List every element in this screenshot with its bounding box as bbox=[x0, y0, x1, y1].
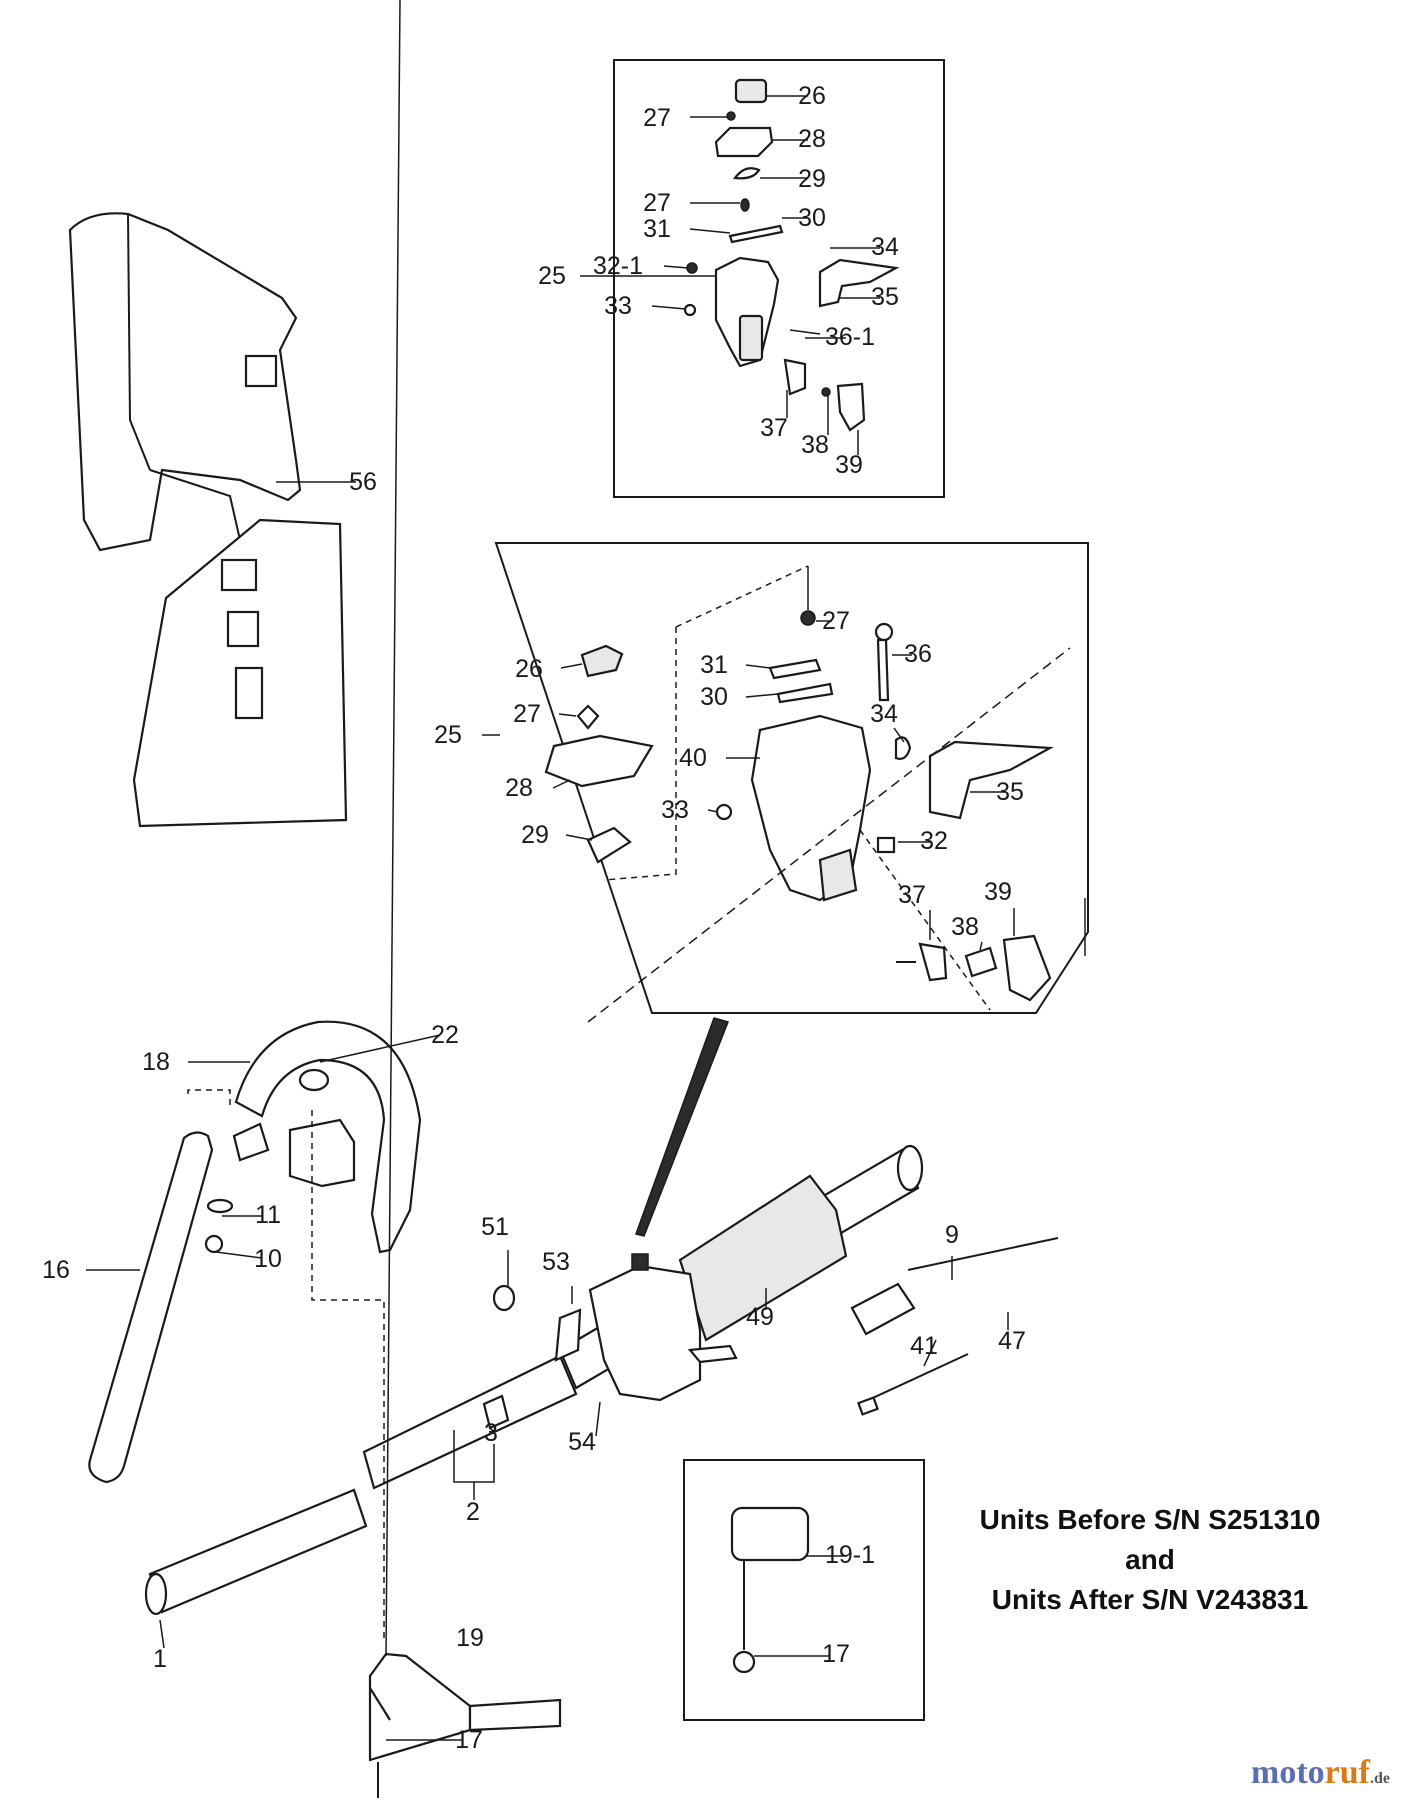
part-number-label: 27 bbox=[643, 189, 671, 217]
part-number-label: 47 bbox=[998, 1327, 1026, 1355]
leaders-middle bbox=[482, 565, 1071, 1023]
part-number-label: 25 bbox=[434, 721, 462, 749]
part-number-label: 37 bbox=[898, 881, 926, 909]
part-number-label: 3 bbox=[484, 1419, 498, 1447]
part-number-label: 2 bbox=[466, 1498, 480, 1526]
logo-part1: moto bbox=[1251, 1754, 1325, 1791]
serial-note: Units Before S/N S251310 and Units After… bbox=[920, 1500, 1380, 1620]
part-number-label: 33 bbox=[604, 292, 632, 320]
part-number-label: 27 bbox=[643, 104, 671, 132]
part-number-label: 29 bbox=[798, 165, 826, 193]
part-number-label: 39 bbox=[835, 451, 863, 479]
part-number-label: 28 bbox=[798, 125, 826, 153]
logo-part2: ruf bbox=[1324, 1754, 1370, 1791]
part-number-label: 17 bbox=[455, 1726, 483, 1754]
part-number-label: 33 bbox=[661, 796, 689, 824]
part-number-label: 19-1 bbox=[825, 1541, 875, 1569]
part-number-label: 30 bbox=[798, 204, 826, 232]
part-number-label: 37 bbox=[760, 414, 788, 442]
leaders-main bbox=[86, 0, 1009, 1741]
inset-frame-bottom bbox=[683, 1459, 925, 1721]
leaders-top bbox=[580, 95, 880, 455]
part-number-label: 36 bbox=[904, 640, 932, 668]
serial-note-line3: Units After S/N V243831 bbox=[991, 1584, 1309, 1615]
part-number-label: 51 bbox=[481, 1213, 509, 1241]
part-number-label: 10 bbox=[254, 1245, 282, 1273]
part-number-label: 49 bbox=[746, 1303, 774, 1331]
serial-note-line2: and bbox=[1125, 1544, 1175, 1575]
throttle-assembly-small bbox=[683, 78, 900, 432]
part-number-label: 11 bbox=[255, 1201, 281, 1229]
part-number-label: 32 bbox=[920, 827, 948, 855]
serial-note-line1: Units Before S/N S251310 bbox=[979, 1504, 1321, 1535]
part-number-label: 34 bbox=[871, 233, 899, 261]
logo-part3: .de bbox=[1370, 1770, 1390, 1787]
part-number-label: 26 bbox=[515, 655, 543, 683]
part-number-label: 34 bbox=[870, 700, 898, 728]
part-number-label: 35 bbox=[996, 778, 1024, 806]
part-number-label: 26 bbox=[798, 82, 826, 110]
part-number-label: 29 bbox=[521, 821, 549, 849]
part-number-label: 16 bbox=[42, 1256, 70, 1284]
part-number-label: 38 bbox=[801, 431, 829, 459]
part-number-label: 31 bbox=[643, 215, 671, 243]
part-number-label: 39 bbox=[984, 878, 1012, 906]
part-number-label: 35 bbox=[871, 283, 899, 311]
part-number-label: 38 bbox=[951, 913, 979, 941]
part-number-label: 56 bbox=[349, 468, 377, 496]
part-number-label: 31 bbox=[700, 651, 728, 679]
inset-frame-top bbox=[613, 59, 945, 498]
part-number-label: 40 bbox=[679, 744, 707, 772]
part-number-label: 32-1 bbox=[593, 252, 643, 280]
motoruf-logo: motoruf.de bbox=[1251, 1754, 1390, 1792]
part-number-label: 27 bbox=[513, 700, 541, 728]
part-number-label: 28 bbox=[505, 774, 533, 802]
part-number-label: 18 bbox=[142, 1048, 170, 1076]
part-number-label: 54 bbox=[568, 1428, 596, 1456]
part-number-label: 27 bbox=[822, 607, 850, 635]
shoulder-harness bbox=[68, 212, 348, 828]
part-number-label: 36-1 bbox=[825, 323, 875, 351]
part-number-label: 9 bbox=[945, 1221, 959, 1249]
throttle-assembly-large bbox=[544, 610, 1054, 1002]
part-number-label: 30 bbox=[700, 683, 728, 711]
inset-frame-middle bbox=[494, 542, 1089, 1014]
part-number-label: 19 bbox=[456, 1624, 484, 1652]
part-number-label: 22 bbox=[431, 1021, 459, 1049]
main-shaft-assembly bbox=[88, 1020, 1059, 1798]
part-number-label: 41 bbox=[910, 1332, 938, 1360]
pointer-arrow bbox=[635, 1017, 729, 1237]
part-number-label: 17 bbox=[822, 1640, 850, 1668]
part-number-label: 25 bbox=[538, 262, 566, 290]
part-number-label: 1 bbox=[153, 1645, 167, 1673]
part-number-label: 53 bbox=[542, 1248, 570, 1276]
